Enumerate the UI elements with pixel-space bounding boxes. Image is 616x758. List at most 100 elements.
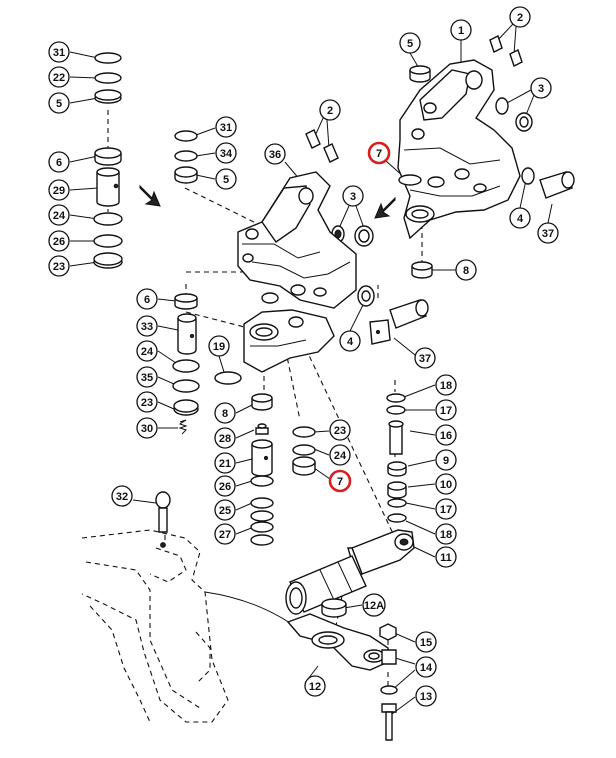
callout-circle (48, 151, 70, 173)
callout-label: 29 (53, 185, 65, 197)
callout-label: 17 (440, 405, 452, 417)
callout-label: 17 (440, 504, 452, 516)
callout-circle (48, 66, 70, 88)
callout-circle (215, 142, 237, 164)
callout: 3 (530, 77, 552, 99)
callout-label: 24 (334, 450, 347, 462)
callout: 18 (435, 523, 457, 545)
callout: 12 (304, 675, 326, 697)
callout: 14 (415, 656, 437, 678)
callout-circle (399, 32, 421, 54)
callout-label: 12A (364, 600, 384, 612)
callout-label: 36 (269, 149, 281, 161)
callout-circle (435, 546, 457, 568)
callout-label: 18 (440, 380, 452, 392)
callout: 33 (136, 315, 158, 337)
callout-label: 2 (327, 105, 333, 117)
callout: 12A (362, 593, 386, 617)
callout-label: 27 (219, 529, 231, 541)
center-stack-parts (250, 393, 316, 546)
callout-circle (48, 41, 70, 63)
callout-circle (214, 427, 236, 449)
frame-outline (81, 529, 301, 723)
callout-circle (435, 424, 457, 446)
callout-circle (530, 77, 552, 99)
callout: 18 (435, 374, 457, 396)
callout: 10 (435, 473, 457, 495)
callout: 5 (215, 168, 237, 190)
callout-circle (48, 255, 70, 277)
callout: 23 (136, 391, 158, 413)
callout: 36 (264, 143, 286, 165)
callout-label: 33 (141, 321, 153, 333)
callout-circle (48, 179, 70, 201)
callout-circle (214, 475, 236, 497)
callout-circle (329, 419, 351, 441)
callout-label: 4 (517, 213, 524, 225)
callout-circle (342, 185, 364, 207)
callout-circle (415, 656, 437, 678)
callout-circle (215, 168, 237, 190)
callout-label: 5 (56, 98, 62, 110)
callout: 28 (214, 427, 236, 449)
callout: 4 (339, 330, 361, 352)
callout-circle (208, 335, 230, 357)
part-callouts: 1253743783122562924262323134536363324352… (48, 6, 559, 707)
callout-label: 37 (542, 228, 554, 240)
second-stack-parts (172, 293, 242, 435)
callout-circle (48, 230, 70, 252)
callout-label: 22 (53, 72, 65, 84)
callout-highlighted: 7 (367, 141, 391, 165)
cylinder-assembly (285, 529, 415, 618)
callout-circle (509, 6, 531, 28)
callout-circle (362, 593, 386, 617)
callout: 5 (48, 92, 70, 114)
left-stack-parts (93, 52, 123, 269)
callout-circle (136, 288, 158, 310)
lower-link-and-bolt (286, 613, 398, 741)
callout-circle (339, 330, 361, 352)
callout-label: 7 (376, 148, 382, 160)
callout-circle (435, 374, 457, 396)
callout: 34 (215, 142, 237, 164)
callout-label: 5 (223, 174, 229, 186)
callout-label: 8 (463, 265, 469, 277)
callout-circle (435, 399, 457, 421)
callout-circle (304, 675, 326, 697)
callout-highlighted: 7 (328, 469, 352, 493)
right-stack-parts (386, 393, 407, 523)
middle-small-parts (174, 129, 374, 247)
callout: 19 (208, 335, 230, 357)
callout: 13 (415, 685, 437, 707)
leader-lines (69, 23, 553, 715)
eye-bolt (155, 491, 171, 548)
callout: 32 (111, 485, 133, 507)
callout-circle (415, 685, 437, 707)
callout-circle (537, 222, 559, 244)
callout: 2 (319, 99, 341, 121)
callout-label: 10 (440, 479, 452, 491)
callout: 24 (329, 444, 351, 466)
callout: 23 (329, 419, 351, 441)
direction-arrows (139, 184, 396, 219)
callout-circle (509, 207, 531, 229)
callout-label: 26 (219, 481, 231, 493)
callout-circle (111, 485, 133, 507)
callout: 31 (215, 116, 237, 138)
callout: 27 (214, 523, 236, 545)
callout-label: 31 (53, 47, 65, 59)
callout-label: 9 (443, 455, 449, 467)
pin-and-plate (369, 299, 429, 345)
callout: 3 (342, 185, 364, 207)
callout: 6 (136, 288, 158, 310)
callout-circle (435, 498, 457, 520)
callout-circle (328, 469, 352, 493)
callout-label: 35 (141, 372, 153, 384)
callout-label: 4 (347, 336, 354, 348)
callout-circle (435, 449, 457, 471)
callout-label: 18 (440, 529, 452, 541)
callout-label: 28 (219, 433, 231, 445)
callout: 9 (435, 449, 457, 471)
callout-label: 6 (56, 157, 62, 169)
